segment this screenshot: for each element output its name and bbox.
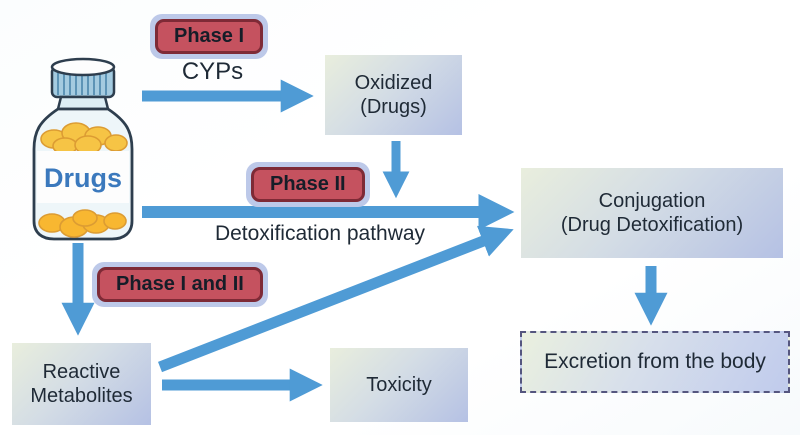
conjugation-line2: (Drug Detoxification) — [560, 214, 744, 236]
bottle-neck — [56, 95, 110, 111]
phase-1-badge: Phase I — [150, 14, 269, 59]
toxicity-label: Toxicity — [366, 373, 432, 396]
phase-1-and-2-badge-label: Phase I and II — [97, 267, 263, 302]
conjugation-line1: Conjugation — [598, 189, 706, 212]
excretion-node: Excretion from the body — [520, 331, 790, 393]
arrow-reactive-to-conjugation — [158, 225, 514, 373]
oxidized-line2: (Drugs) — [360, 96, 427, 118]
reactive-line2: Metabolites — [30, 385, 133, 407]
drugs-label: Drugs — [44, 163, 122, 193]
cyps-label: CYPs — [181, 58, 244, 85]
phase-1-badge-label: Phase I — [155, 19, 264, 54]
oxidized-line1: Oxidized — [354, 71, 433, 94]
conjugation-node: Conjugation (Drug Detoxification) — [521, 168, 783, 258]
reactive-line1: Reactive — [42, 360, 121, 383]
phase-2-badge: Phase II — [246, 162, 370, 207]
bottle-cap-ridges — [57, 71, 107, 95]
bottle-cap-top — [50, 57, 116, 77]
phase-1-and-2-badge: Phase I and II — [92, 262, 268, 307]
phase-2-badge-label: Phase II — [251, 167, 365, 202]
reactive-metabolites-node: Reactive Metabolites — [12, 343, 151, 425]
excretion-label: Excretion from the body — [544, 350, 766, 374]
pills-lower — [38, 209, 127, 238]
toxicity-node: Toxicity — [330, 348, 468, 422]
drugs-bottle: Drugs — [32, 57, 134, 241]
oxidized-drugs-node: Oxidized (Drugs) — [325, 55, 462, 135]
pills-upper — [40, 122, 128, 155]
detoxification-pathway-label: Detoxification pathway — [214, 222, 426, 245]
bottle-label — [37, 151, 129, 203]
